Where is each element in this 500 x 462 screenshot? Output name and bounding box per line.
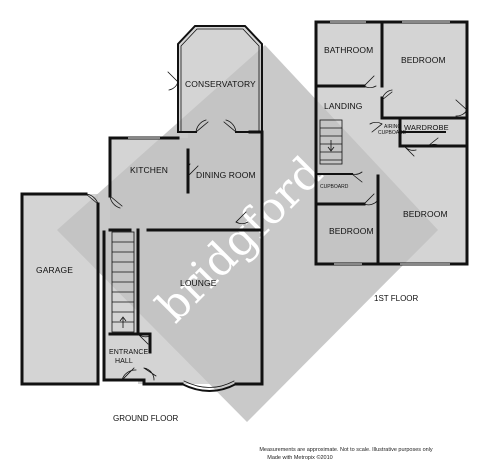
first-floor-outline <box>314 20 469 266</box>
watermark: bridgford <box>57 45 438 422</box>
bathroom-label: BATHROOM <box>324 45 373 55</box>
conservatory-side-door <box>167 71 179 91</box>
airing-cupboard-label-line2: CUPBOARD <box>378 130 407 136</box>
floor-titles: GROUND FLOOR 1ST FLOOR <box>113 294 419 423</box>
ground-floor-staircase <box>111 231 135 333</box>
bathroom-door <box>363 75 377 88</box>
bedroom-3-label: BEDROOM <box>329 226 374 236</box>
footer-credit: Made with Metropix ©2010 <box>267 454 333 461</box>
landing-label: LANDING <box>324 101 363 111</box>
garage-label: GARAGE <box>36 265 73 275</box>
kitchen-dining-door <box>186 163 199 177</box>
garage-walls <box>20 192 100 386</box>
bedroom-1-label: BEDROOM <box>401 55 446 65</box>
first-floor-side-door <box>455 99 468 117</box>
conservatory-walls <box>177 25 263 133</box>
first-floor-title: 1ST FLOOR <box>374 294 419 303</box>
entrance-hall-label-line2: HALL <box>115 358 133 365</box>
kitchen-label: KITCHEN <box>130 165 168 175</box>
lounge-label: LOUNGE <box>180 278 217 288</box>
conservatory-label: CONSERVATORY <box>185 79 256 89</box>
lounge-hall-door <box>137 333 151 345</box>
wardrobe-door <box>427 137 441 147</box>
dining-lounge-door <box>235 211 249 224</box>
bedroom2-door <box>403 145 417 157</box>
windows <box>128 21 450 265</box>
footer-disclaimer: Measurements are approximate. Not to sca… <box>259 447 433 453</box>
wardrobe-label: WARDROBE <box>404 123 449 132</box>
footer: Measurements are approximate. Not to sca… <box>259 447 433 461</box>
watermark-diamond <box>57 45 438 422</box>
room-labels: GARAGE KITCHEN CONSERVATORY DINING ROOM … <box>36 45 449 365</box>
first-floor-walls <box>314 20 469 266</box>
cupboard-label: CUPBOARD <box>320 184 349 190</box>
bedroom-2-label: BEDROOM <box>403 209 448 219</box>
airing-cupboard-label-line1: AIRING <box>384 124 401 130</box>
conservatory-door-1 <box>195 119 209 133</box>
kitchen-side-door <box>109 195 123 209</box>
airing-cupboard-door <box>369 122 383 133</box>
entrance-hall-label-line1: ENTRANCE <box>109 349 149 356</box>
dining-room-label: DINING ROOM <box>196 170 256 180</box>
ground-floor-title: GROUND FLOOR <box>113 414 179 423</box>
landing-wall-right <box>380 96 469 148</box>
front-wall-left <box>142 378 184 386</box>
cupboard-door <box>351 171 363 183</box>
bay-window <box>180 382 238 392</box>
conservatory-inner <box>180 28 260 133</box>
bedroom3-door <box>363 193 379 206</box>
garage-door-swing <box>85 193 99 205</box>
front-door <box>121 367 137 381</box>
conservatory-door-2 <box>223 119 237 133</box>
first-floor-staircase <box>319 119 343 165</box>
bay-window-inner <box>183 380 235 388</box>
bedroom1-door <box>381 89 393 101</box>
entrance-hall-wall <box>108 332 152 354</box>
entrance-door <box>143 367 157 381</box>
